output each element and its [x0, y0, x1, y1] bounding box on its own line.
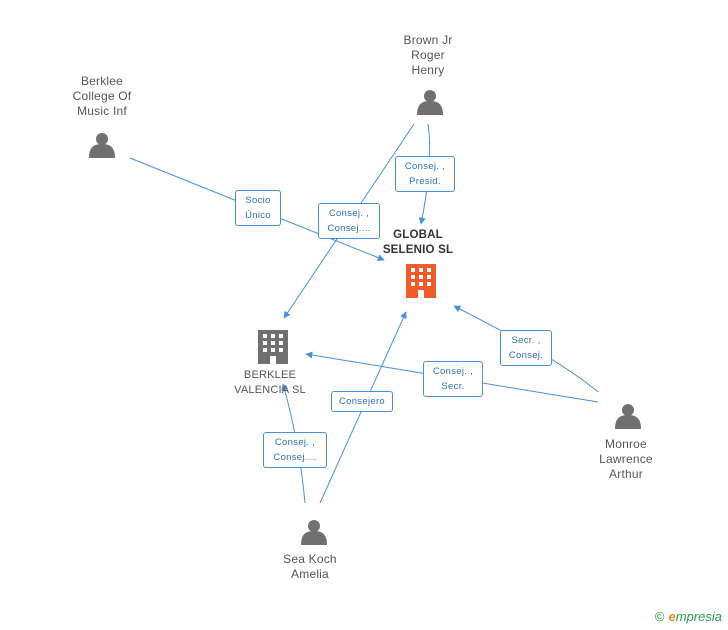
person-icon-brown[interactable]: [417, 90, 443, 115]
edge-label-sea-koch-to-global: Consejero: [331, 391, 393, 412]
node-label-global-selenio[interactable]: GLOBAL SELENIO SL: [382, 229, 454, 256]
node-label-berklee-college[interactable]: Berklee College Of Music Inf: [72, 74, 132, 118]
edge-label-brown-to-global: Consej. , Presid.: [395, 156, 455, 192]
brand-initial: e: [668, 609, 676, 624]
empresia-watermark: ©empresia: [655, 609, 722, 624]
node-label-berklee-valencia[interactable]: BERKLEE VALENCIA SL: [234, 369, 306, 396]
node-label-monroe[interactable]: Monroe Lawrence Arthur: [599, 437, 653, 481]
person-icon-sea-koch[interactable]: [301, 520, 327, 545]
edge-label-sea-koch-to-valencia: Consej. , Consej....: [263, 432, 327, 468]
building-icon-global-selenio[interactable]: [406, 264, 436, 298]
edge-label-brown-to-valencia: Consej. , Consej....: [318, 203, 380, 239]
edge-label-berklee-college-to-global: Socio Único: [235, 190, 281, 226]
person-icon-monroe[interactable]: [615, 404, 641, 429]
building-icon-berklee-valencia[interactable]: [258, 330, 288, 364]
brand-name: mpresia: [675, 609, 722, 624]
node-label-brown[interactable]: Brown Jr Roger Henry: [403, 33, 453, 77]
node-label-sea-koch[interactable]: Sea Koch Amelia: [283, 552, 337, 581]
edge-label-monroe-to-global: Secr. , Consej.: [500, 330, 552, 366]
person-icon-berklee-college[interactable]: [89, 133, 115, 158]
edge-label-monroe-to-valencia: Consej. , Secr.: [423, 361, 483, 397]
copyright-icon: ©: [654, 609, 665, 624]
